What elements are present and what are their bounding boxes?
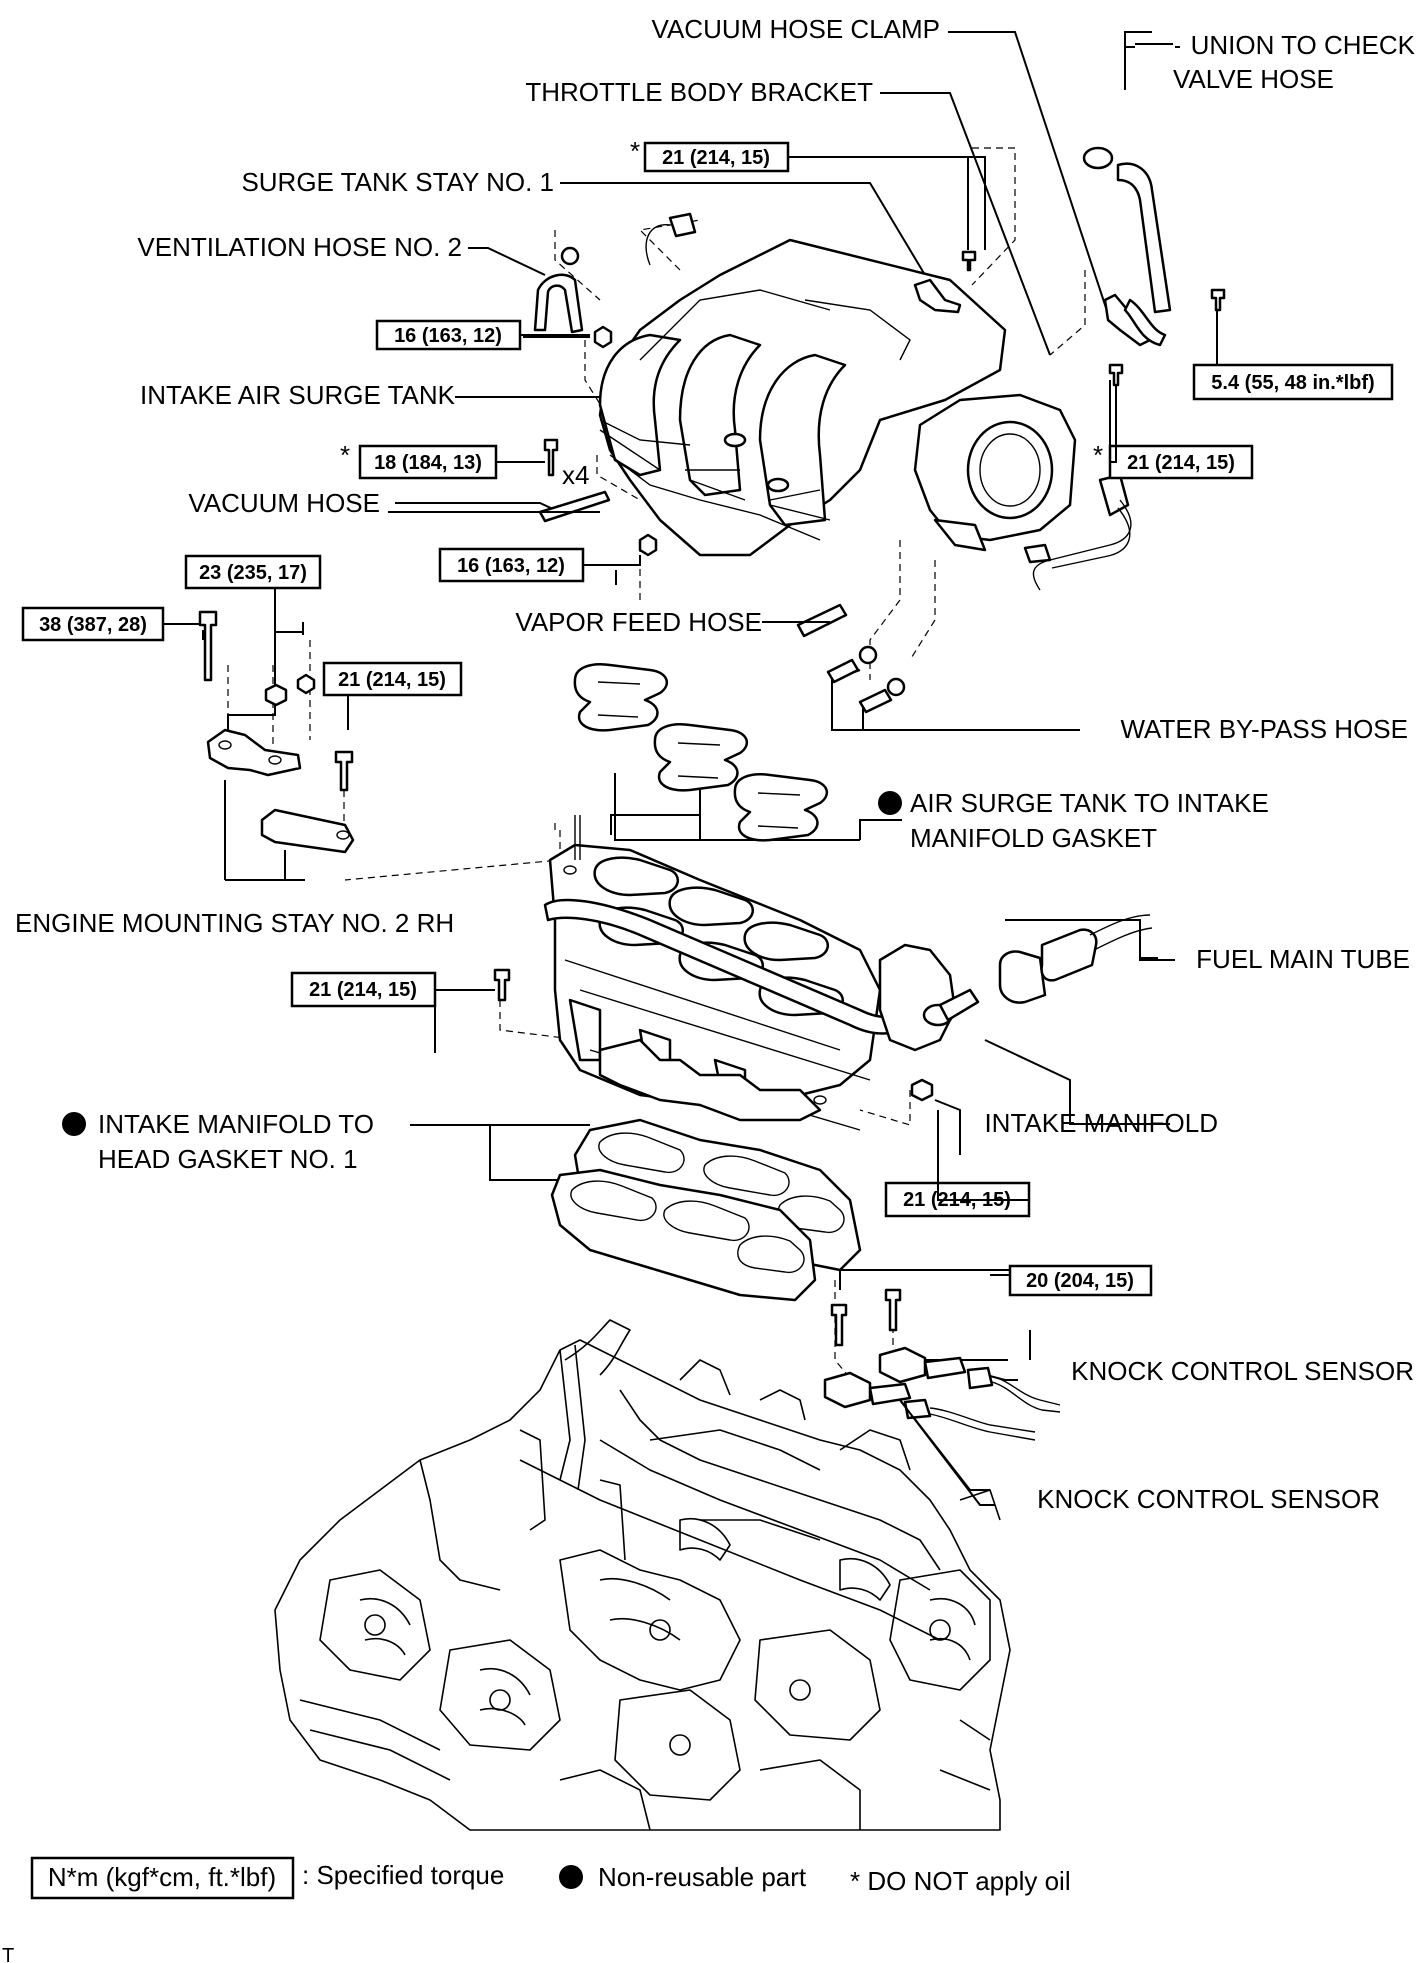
torque-21-throttle: 21 (214, 15) bbox=[1108, 444, 1254, 480]
marks: * * * bbox=[62, 136, 1103, 1136]
svg-text:23 (235, 17): 23 (235, 17) bbox=[199, 562, 307, 584]
label-air-surge-gasket-2: MANIFOLD GASKET bbox=[910, 823, 1157, 853]
torque-21-stay: 21 (214, 15) bbox=[322, 661, 463, 697]
knock-sensor-drawing bbox=[823, 1346, 1061, 1441]
label-intake-manifold: INTAKE MANIFOLD bbox=[984, 1108, 1218, 1138]
legend-no-oil-text: * DO NOT apply oil bbox=[850, 1866, 1071, 1896]
label-air-surge-gasket-1: AIR SURGE TANK TO INTAKE bbox=[910, 788, 1269, 818]
label-engine-mounting-stay: ENGINE MOUNTING STAY NO. 2 RH bbox=[15, 908, 454, 938]
label-vapor-feed-hose: VAPOR FEED HOSE bbox=[515, 607, 762, 637]
torque-18-surge-tank-bolts: 18 (184, 13) bbox=[358, 444, 498, 480]
legend-torque-units: N*m (kgf*cm, ft.*lbf) bbox=[48, 1862, 276, 1892]
label-intake-manifold-gasket-2: HEAD GASKET NO. 1 bbox=[98, 1144, 358, 1174]
svg-text:20 (204, 15): 20 (204, 15) bbox=[1026, 1270, 1134, 1292]
label-throttle-body-bracket: THROTTLE BODY BRACKET bbox=[525, 77, 873, 107]
legend-torque-text: : Specified torque bbox=[302, 1860, 504, 1890]
intake-manifold-head-gasket-drawing bbox=[550, 1118, 862, 1302]
vapor-feed-hose-drawing bbox=[796, 603, 848, 638]
label-knock-sensor-lower: KNOCK CONTROL SENSOR bbox=[1037, 1484, 1380, 1514]
asterisk-mark: * bbox=[1093, 440, 1103, 470]
torque-leaders bbox=[163, 156, 1218, 1201]
torque-16-lower: 16 (163, 12) bbox=[438, 547, 585, 583]
intake-air-surge-tank-drawing bbox=[598, 238, 1007, 557]
surge-tank-gaskets-drawing bbox=[573, 663, 829, 842]
label-knock-sensor-upper: KNOCK CONTROL SENSOR bbox=[1071, 1356, 1414, 1386]
torque-5-4-union: 5.4 (55, 48 in.*lbf) bbox=[1192, 363, 1394, 401]
label-vacuum-hose-clamp: VACUUM HOSE CLAMP bbox=[652, 14, 940, 44]
legend-nonreusable-text: Non-reusable part bbox=[598, 1862, 807, 1892]
ventilation-hose-drawing bbox=[533, 246, 584, 334]
union-check-valve-hose-drawing bbox=[1082, 146, 1172, 347]
svg-text:5.4 (55, 48 in.*lbf): 5.4 (55, 48 in.*lbf) bbox=[1211, 372, 1374, 394]
label-surge-tank-stay: SURGE TANK STAY NO. 1 bbox=[241, 167, 554, 197]
engine-mounting-stay-drawing bbox=[206, 728, 355, 854]
label-union-check-valve-hose-1: UNION TO CHECK bbox=[1191, 30, 1416, 60]
torque-23-stay: 23 (235, 17) bbox=[184, 554, 322, 590]
vacuum-hose-drawing bbox=[538, 490, 611, 523]
svg-text:16 (163, 12): 16 (163, 12) bbox=[394, 325, 502, 347]
intake-manifold-drawing bbox=[543, 815, 980, 1131]
throttle-body-bracket-drawing bbox=[1103, 293, 1152, 347]
water-bypass-hose-drawing bbox=[826, 645, 906, 714]
asterisk-mark: * bbox=[340, 440, 350, 470]
surge-tank-stay-drawing bbox=[913, 278, 962, 314]
torque-20-knock-sensor: 20 (204, 15) bbox=[1008, 1264, 1153, 1297]
sensor-connector-drawing bbox=[645, 212, 697, 266]
footer-mark: T bbox=[2, 1945, 14, 1963]
nonreusable-bullet bbox=[878, 791, 902, 815]
legend-nonreusable-bullet bbox=[559, 1865, 583, 1889]
svg-text:38 (387, 28): 38 (387, 28) bbox=[39, 614, 147, 636]
legend: N*m (kgf*cm, ft.*lbf) : Specified torque… bbox=[2, 1856, 1071, 1963]
engine-block-drawing bbox=[274, 1319, 1011, 1831]
label-intake-manifold-gasket-1: INTAKE MANIFOLD TO bbox=[98, 1109, 374, 1139]
throttle-body-drawing bbox=[913, 393, 1132, 591]
asterisk-mark: * bbox=[630, 136, 640, 166]
fuel-main-tube-drawing bbox=[998, 914, 1153, 1004]
svg-text:21 (214, 15): 21 (214, 15) bbox=[1127, 452, 1235, 474]
svg-text:21 (214, 15): 21 (214, 15) bbox=[662, 147, 770, 169]
svg-text:21 (214, 15): 21 (214, 15) bbox=[338, 669, 446, 691]
label-intake-air-surge-tank: INTAKE AIR SURGE TANK bbox=[140, 380, 456, 410]
svg-text:16 (163, 12): 16 (163, 12) bbox=[457, 555, 565, 577]
torque-16-surge-tank: 16 (163, 12) bbox=[375, 319, 522, 351]
torque-21-manifold-left: 21 (214, 15) bbox=[290, 971, 437, 1008]
part-labels: VACUUM HOSE CLAMP UNION TO CHECK VALVE H… bbox=[15, 14, 1416, 1514]
label-union-check-valve-hose-2: VALVE HOSE bbox=[1173, 64, 1334, 94]
label-quantity-x4: x4 bbox=[562, 460, 589, 490]
label-leaders bbox=[388, 31, 1180, 1506]
label-vacuum-hose: VACUUM HOSE bbox=[188, 488, 380, 518]
torque-38-stay-bolt: 38 (387, 28) bbox=[21, 606, 165, 642]
top-fasteners bbox=[198, 250, 1226, 1347]
label-ventilation-hose: VENTILATION HOSE NO. 2 bbox=[137, 232, 462, 262]
legend-torque-box bbox=[30, 1856, 295, 1900]
label-fuel-main-tube: FUEL MAIN TUBE bbox=[1196, 944, 1410, 974]
svg-text:21 (214, 15): 21 (214, 15) bbox=[309, 979, 417, 1001]
nonreusable-bullet bbox=[62, 1112, 86, 1136]
svg-text:18 (184, 13): 18 (184, 13) bbox=[374, 452, 482, 474]
torque-21-top: 21 (214, 15) bbox=[643, 141, 790, 173]
label-water-bypass-hose: WATER BY-PASS HOSE bbox=[1120, 714, 1408, 744]
